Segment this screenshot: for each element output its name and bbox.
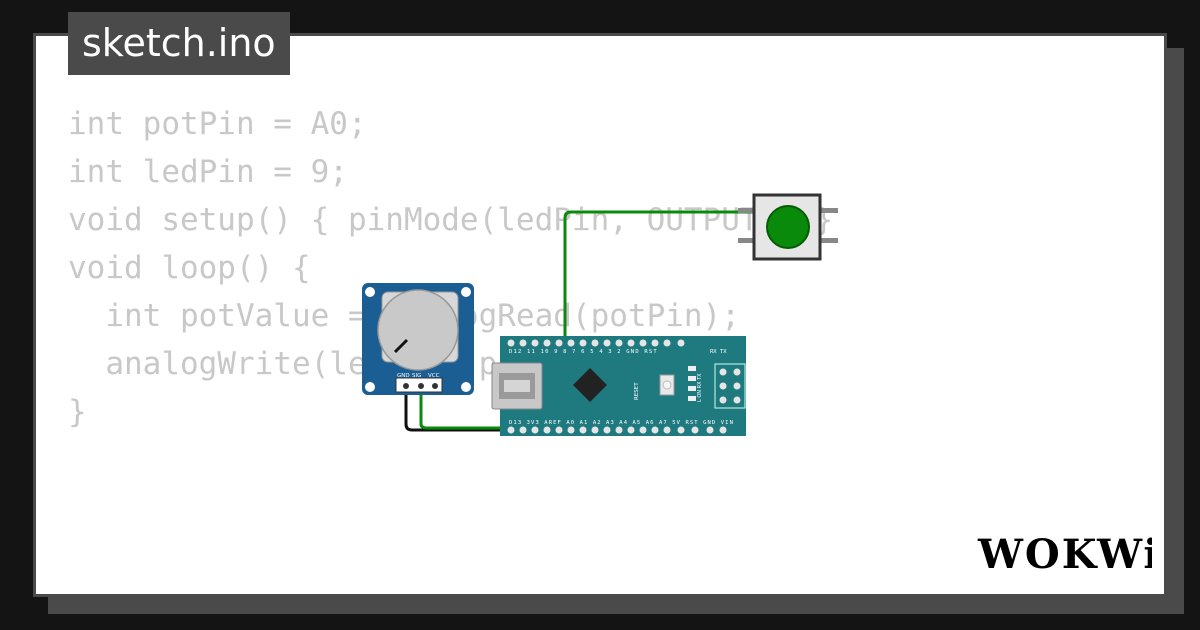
code-line: int ledPin = 9; xyxy=(68,154,348,190)
usb-connector xyxy=(491,362,543,410)
reset-button[interactable] xyxy=(659,374,675,396)
led-labels: L ON RX TX xyxy=(697,373,703,402)
pot-pin-sig: SIG xyxy=(412,373,421,379)
sketch-filename-tab[interactable]: sketch.ino xyxy=(68,12,290,75)
pot-pin-vcc: VCC xyxy=(428,373,440,379)
wire-green-button[interactable] xyxy=(563,210,756,343)
status-leds xyxy=(688,366,696,401)
pushbutton-cap xyxy=(766,205,810,249)
pushbutton[interactable] xyxy=(738,193,838,261)
bottom-pin-labels: D13 3V3 AREF A0 A1 A2 A3 A4 A5 A6 A7 5V … xyxy=(509,420,734,426)
code-line: int potPin = A0; xyxy=(68,106,367,142)
wokwi-logo-text: WOKWi xyxy=(977,531,1152,578)
wire-black-gnd[interactable] xyxy=(404,386,710,432)
top-header xyxy=(507,339,685,347)
wire-green-sig[interactable] xyxy=(419,386,710,430)
top-pin-labels: D12 11 10 9 8 7 6 5 4 3 2 GND RST xyxy=(509,349,658,355)
code-line: void loop() { xyxy=(68,250,311,286)
potentiometer-knob xyxy=(377,289,459,371)
wokwi-logo: WOKWi xyxy=(977,531,1152,578)
rx-tx-labels: RX TX xyxy=(710,349,727,355)
preview-card xyxy=(33,33,1167,597)
potentiometer[interactable]: GND SIG VCC xyxy=(362,283,474,395)
microcontroller-chip xyxy=(573,368,607,402)
icsp-header xyxy=(714,363,746,409)
reset-label: RESET xyxy=(634,382,640,400)
code-line: } xyxy=(68,394,87,430)
bottom-header xyxy=(507,426,727,434)
pot-pin-gnd: GND xyxy=(397,373,410,379)
arduino-nano[interactable]: D12 11 10 9 8 7 6 5 4 3 2 GND RST RX TX … xyxy=(491,336,746,436)
